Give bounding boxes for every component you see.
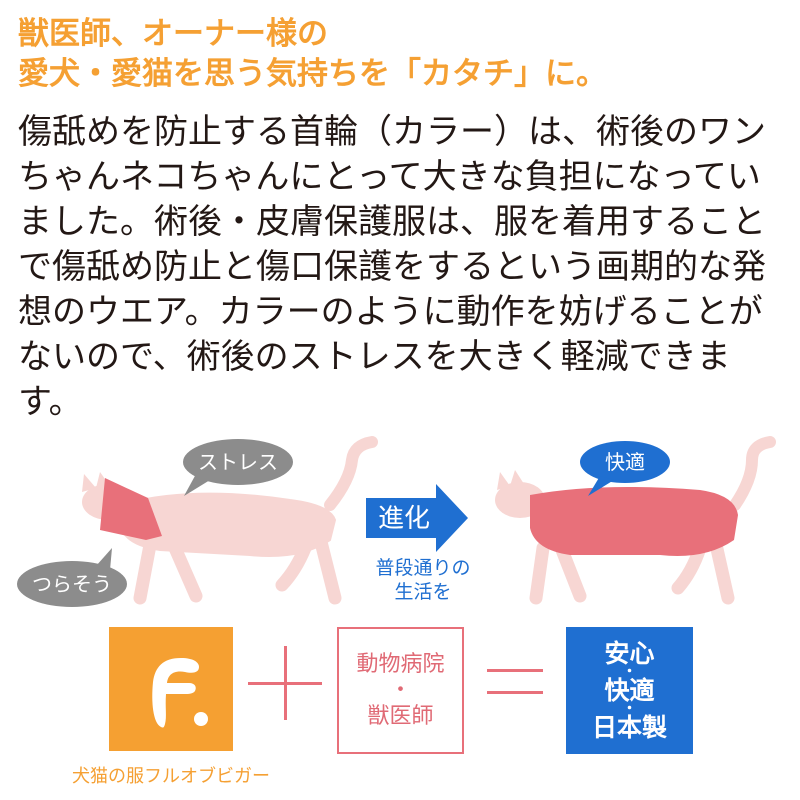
result-line-3: 日本製 [591,713,667,742]
cat-with-collar-illustration [82,436,378,605]
description-paragraph: 傷舐めを防止する首輪（カラー）は、術後のワンちゃんネコちゃんにとって大きな負担に… [18,112,766,422]
evolution-arrow-label: 進化 [378,504,430,534]
equals-sign [487,669,543,695]
speech-bubble-comfort: 快適 [580,441,670,496]
headline: 獣医師、オーナー様の 愛犬・愛猫を思う気持ちを「カタチ」に。 [18,14,788,94]
vet-line-1: 動物病院 [356,651,445,677]
caption-line-1: 普段通りの [375,557,471,579]
speech-bubble-stress-text: ストレス [198,450,278,474]
brand-logo [109,627,233,751]
f-logo-icon [152,658,208,728]
result-line-2: 快適 [604,676,655,705]
plus-sign [248,646,322,720]
caption-line-2: 生活を [394,581,452,603]
speech-bubble-comfort-text: 快適 [605,450,645,474]
cat-with-garment-illustration [495,436,776,605]
result-line-1: 安心 [604,639,655,668]
speech-bubble-painful: つらそう [17,548,127,607]
result-separator-2: ・ [622,701,637,717]
vet-line-2: 獣医師 [367,703,434,729]
headline-line-1: 獣医師、オーナー様の [18,16,328,52]
vet-box: 動物病院 ・ 獣医師 [337,627,464,754]
everyday-life-caption: 普段通りの 生活を [358,556,488,604]
result-box: 安心 ・ 快適 ・ 日本製 [566,627,693,754]
speech-bubble-painful-text: つらそう [32,572,112,596]
result-separator-1: ・ [622,664,637,680]
evolution-arrow: 進化 [366,484,468,552]
speech-bubble-stress: ストレス [183,439,293,496]
vet-separator: ・ [389,677,412,703]
brand-caption: 犬猫の服フルオブビガー [72,766,270,787]
headline-line-2: 愛犬・愛猫を思う気持ちを「カタチ」に。 [18,56,607,92]
cat-comparison-illustration: ストレス つらそう 進化 快適 [17,436,776,607]
